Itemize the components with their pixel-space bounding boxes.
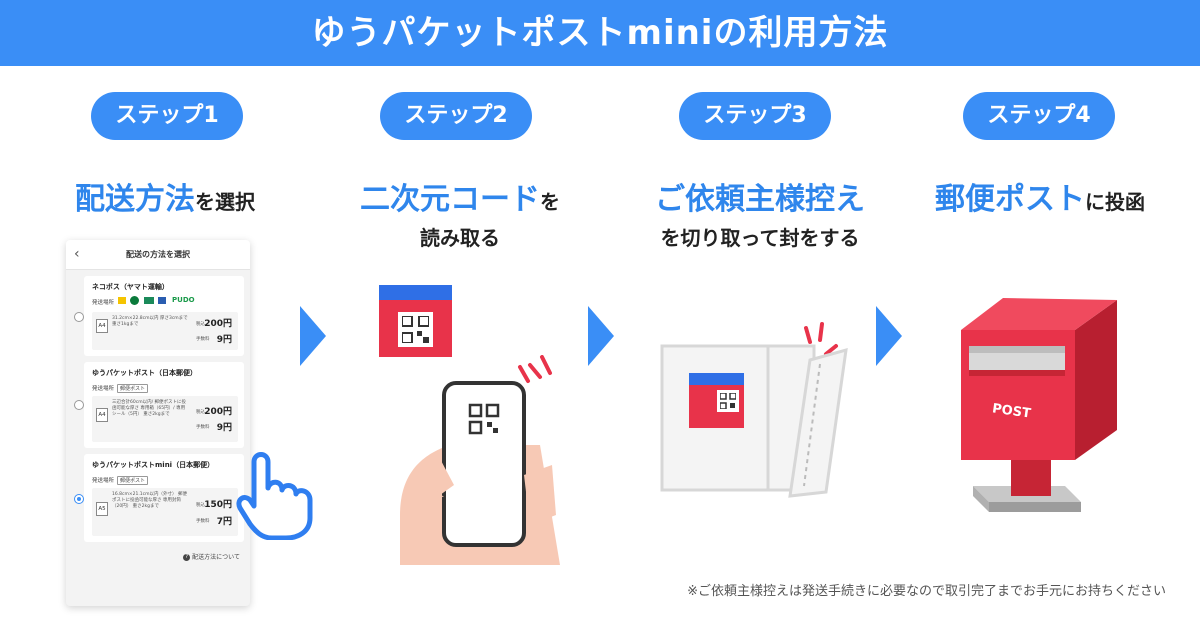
method-card-nekopos[interactable]: ネコポス（ヤマト運輸） 発送場所 PUDO A4 31.2cm×22.8cm以内… [84, 276, 244, 356]
step-4-heading-main: 郵便ポスト [935, 182, 1085, 217]
size-badge: A5 [96, 502, 108, 516]
method-name: ゆうパケットポストmini（日本郵便） [92, 461, 215, 469]
method-description: 16.8cm×21.1cm以内（外寸） 郵便ポストに投函可能な厚さ 専用封筒（2… [112, 492, 187, 509]
price-label: 税込 [196, 410, 205, 415]
fee-value: 9円 [216, 335, 232, 345]
shipping-info-link[interactable]: ? 配送方法について [183, 552, 240, 561]
method-description: 三辺合計60cm以内/ 郵便ポストに投函可能な厚さ 専用箱（65円）/ 専用シー… [112, 400, 187, 417]
step-3-heading-main: ご依頼主様控え [655, 182, 865, 217]
title-banner [0, 0, 1200, 66]
method-card-yupacket-post-mini[interactable]: ゆうパケットポストmini（日本郵便） 発送場所郵便ポスト A5 16.8cm×… [84, 454, 244, 542]
radio-yupacket-post-mini[interactable] [74, 494, 84, 504]
step-2-heading-main: 二次元コード [360, 182, 540, 217]
step-4-heading-sub: に投函 [1085, 190, 1145, 214]
method-detail-box: A4 三辺合計60cm以内/ 郵便ポストに投函可能な厚さ 専用箱（65円）/ 専… [92, 396, 238, 442]
fee-value: 9円 [216, 423, 232, 433]
method-name: ネコポス（ヤマト運輸） [92, 283, 169, 291]
step-4-pill: ステップ4 [963, 92, 1115, 140]
fee-label: 手数料 [196, 519, 210, 524]
fee-value: 7円 [216, 517, 232, 527]
postbox-tag: 郵便ポスト [117, 384, 149, 393]
size-badge: A4 [96, 319, 108, 333]
price-label: 税込 [196, 503, 205, 508]
price-value: 200円 [204, 319, 232, 329]
screen-header: ‹ 配送の方法を選択 [66, 240, 250, 270]
postbox-tag: 郵便ポスト [117, 476, 149, 485]
step-2-heading: 二次元コードを 読み取る [330, 174, 590, 251]
step-1-heading-main: 配送方法 [75, 182, 195, 217]
envelope-qr-icon [379, 285, 452, 357]
price-value: 200円 [204, 407, 232, 417]
step-1-heading-sub: を選択 [195, 190, 255, 214]
step-2-heading-line2: 読み取る [420, 226, 500, 250]
pointing-hand-icon [236, 452, 313, 540]
ship-location-label: 発送場所郵便ポスト [92, 476, 149, 485]
step-3-heading-line2: を切り取って封をする [660, 226, 860, 250]
radio-yupacket-post[interactable] [74, 400, 84, 410]
method-name: ゆうパケットポスト（日本郵便） [92, 369, 197, 377]
step-2-pill: ステップ2 [380, 92, 532, 140]
footnote: ※ご依頼主様控えは発送手続きに必要なので取引完了までお手元にお持ちください [687, 584, 1166, 599]
ship-location-text: 発送場所 [92, 386, 115, 392]
method-description: 31.2cm×22.8cm以内 厚さ3cmまで 重さ1kgまで [112, 316, 188, 327]
step-2-heading-sub: を [540, 190, 560, 214]
step-4-heading: 郵便ポストに投函 [910, 174, 1170, 218]
price-label: 税込 [196, 322, 205, 327]
help-circle-icon: ? [183, 554, 191, 561]
step-1-pill: ステップ1 [91, 92, 243, 140]
fee-label: 手数料 [196, 425, 210, 430]
screen-title: 配送の方法を選択 [126, 250, 190, 259]
ship-location-label: 発送場所 [92, 300, 115, 306]
next-arrow-1 [300, 306, 326, 366]
size-badge: A4 [96, 408, 108, 422]
ship-location-label: 発送場所郵便ポスト [92, 384, 149, 393]
page-title: ゆうパケットポストminiの利用方法 [311, 13, 889, 53]
method-detail-box: A4 31.2cm×22.8cm以内 厚さ3cmまで 重さ1kgまで 税込 20… [92, 312, 238, 350]
fee-label: 手数料 [196, 337, 210, 342]
back-chevron-icon[interactable]: ‹ [74, 246, 80, 262]
mailbox-icon [961, 298, 1117, 512]
hand-holding-phone-icon [400, 355, 560, 565]
step-1-heading: 配送方法を選択 [40, 174, 290, 218]
step-3-pill: ステップ3 [679, 92, 831, 140]
shipping-info-text: 配送方法について [192, 554, 240, 561]
step-3-heading: ご依頼主様控え を切り取って封をする [610, 174, 910, 251]
shipping-method-screenshot: ‹ 配送の方法を選択 ネコポス（ヤマト運輸） 発送場所 PUDO A4 31.2… [66, 240, 250, 606]
envelope-label-icon [689, 373, 744, 428]
next-arrow-3 [876, 306, 902, 366]
price-value: 150円 [204, 500, 232, 510]
ship-location-text: 発送場所 [92, 478, 115, 484]
method-card-yupacket-post[interactable]: ゆうパケットポスト（日本郵便） 発送場所郵便ポスト A4 三辺合計60cm以内/… [84, 362, 244, 448]
method-detail-box: A5 16.8cm×21.1cm以内（外寸） 郵便ポストに投函可能な厚さ 専用封… [92, 488, 238, 536]
next-arrow-2 [588, 306, 614, 366]
carrier-logos-icon: PUDO [118, 296, 208, 305]
radio-nekopos[interactable] [74, 312, 84, 322]
